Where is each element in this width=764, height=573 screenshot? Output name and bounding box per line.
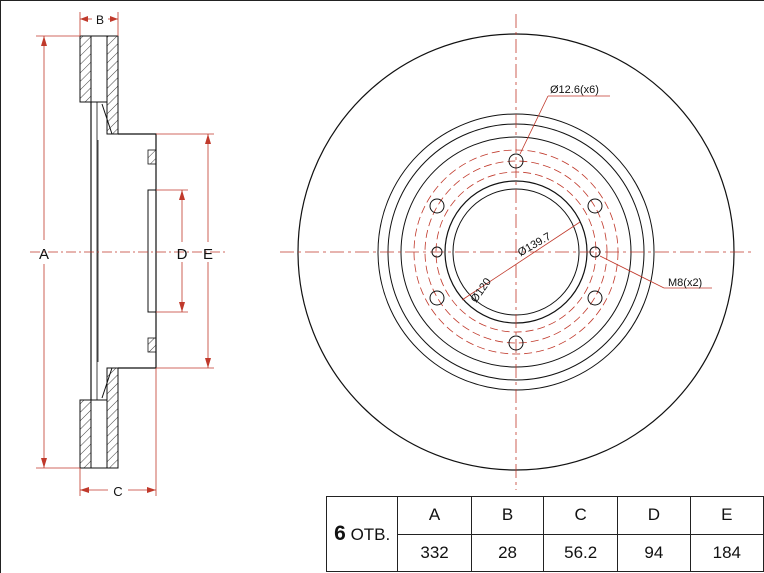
outer-plate-bottom [79, 399, 92, 469]
dimension-d [156, 189, 188, 313]
value-e: 184 [689, 533, 764, 572]
holes-cell: 6 ОТВ. [325, 496, 399, 572]
label-thread: M8(x2) [668, 277, 702, 289]
label-hub: Ø120 [469, 276, 494, 305]
front-view: Ø12.6(x6) Ø139.7 Ø120 M8(x2) [280, 14, 752, 490]
label-c: C [113, 484, 122, 499]
header-e: E [689, 496, 764, 535]
outer-plate-top [79, 35, 92, 103]
bolt-hole [429, 198, 445, 214]
dimension-c [79, 368, 157, 496]
hat-outline [118, 133, 157, 369]
bolt-hole [508, 335, 524, 351]
threaded-hole [589, 246, 601, 258]
header-b: B [470, 496, 545, 535]
threaded-hole [431, 246, 443, 258]
bolt-hole [508, 153, 524, 169]
vent-bottom [90, 399, 108, 469]
bolt-hole [587, 198, 603, 214]
label-a: A [39, 246, 49, 263]
dimension-a [36, 35, 80, 469]
header-d: D [617, 496, 691, 535]
leader-bolt-hole [519, 95, 610, 155]
value-a: 332 [397, 533, 472, 572]
header-c: C [543, 496, 619, 535]
bolt-holes [429, 153, 603, 351]
spec-table: 6 ОТВ. A B C D E 332 28 56.2 94 184 [325, 496, 764, 572]
side-section-view: A B C D [30, 12, 225, 499]
vent-top [90, 35, 108, 103]
holes-count: 6 [334, 522, 346, 545]
header-a: A [397, 496, 472, 535]
value-d: 94 [617, 533, 691, 572]
dimension-e [156, 133, 214, 369]
holes-unit: ОТВ. [345, 525, 391, 544]
bolt-hole [429, 290, 445, 306]
bolt-hole [587, 290, 603, 306]
label-d: D [177, 246, 188, 263]
value-c: 56.2 [543, 533, 619, 572]
dimension-b [79, 12, 119, 36]
label-b: B [96, 13, 104, 27]
label-pcd: Ø139.7 [516, 231, 553, 259]
label-bolt-hole: Ø12.6(x6) [550, 84, 599, 96]
leader-pcd [461, 221, 581, 301]
inner-plate-top [106, 35, 119, 135]
label-e: E [203, 246, 213, 263]
leader-thread [599, 255, 712, 289]
hub-bore [147, 189, 157, 313]
value-b: 28 [470, 533, 545, 572]
inner-plate-bottom [106, 367, 119, 469]
threaded-holes [431, 246, 601, 258]
